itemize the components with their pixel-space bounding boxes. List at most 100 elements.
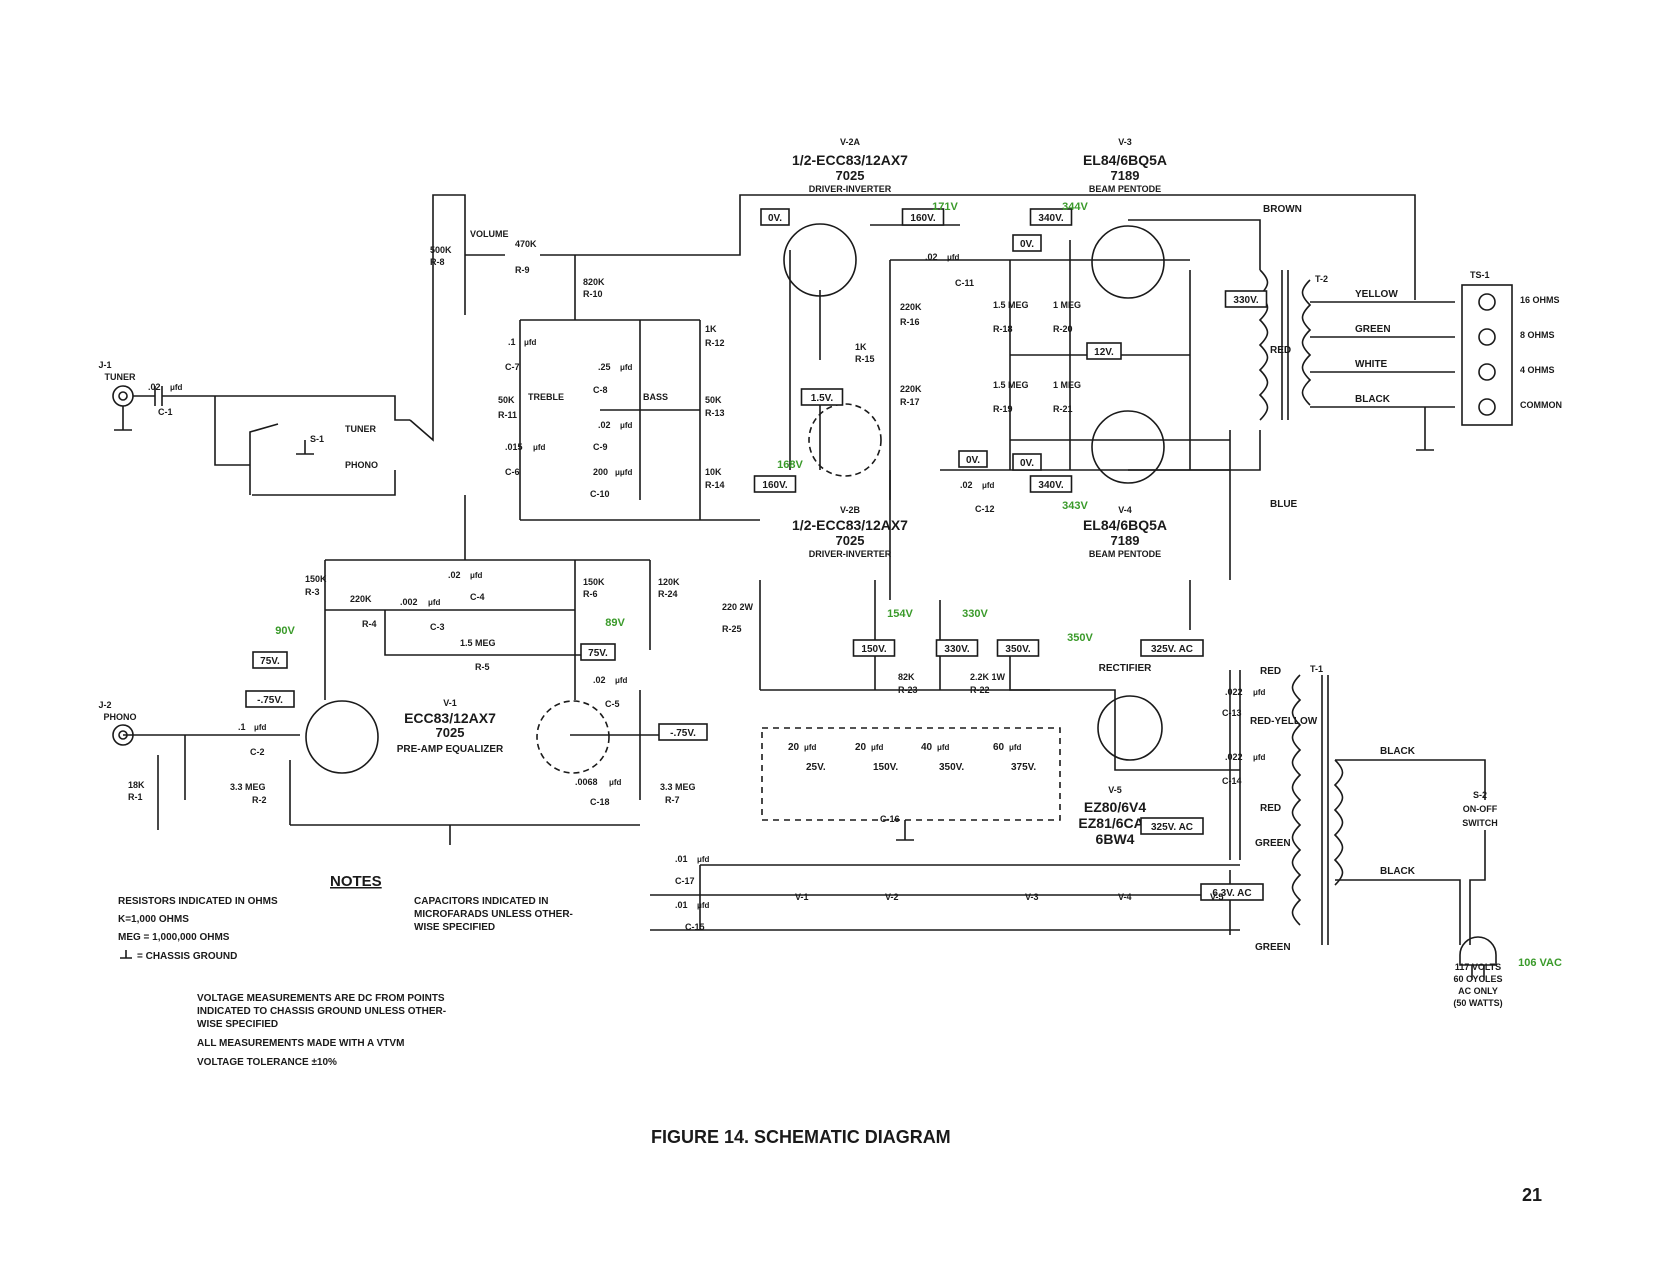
tap-wire-3: BLACK [1355,394,1391,405]
bass-label: BASS [643,392,668,402]
component-r6-value: 150K [583,577,605,587]
measured-voltage-1: 344V [1062,201,1088,213]
measured-voltage-2: 168V [777,459,803,471]
voltage-box-label: 75V. [588,648,608,659]
tap-label-2: 4 OHMS [1520,365,1555,375]
component-c5-value: .02 [593,675,606,685]
s1-ref: S-1 [310,434,324,444]
component-r16-value: 220K [900,302,922,312]
voltage-box [580,643,616,661]
component-c17-unit: μfd [697,855,710,864]
power-wire-1: RED-YELLOW [1250,716,1318,727]
component-c1-unit: μfd [170,383,183,392]
component-c12-value: .02 [960,480,973,490]
wiring [112,194,1513,980]
voltage-box-label: -.75V. [670,728,696,739]
component-c17-value: .01 [675,854,688,864]
jack-j2-ref: J-2 [98,700,111,710]
power-wire-3: GREEN [1255,838,1291,849]
tube-label-v2a-3: DRIVER-INVERTER [809,184,892,194]
component-c7-value: .1 [508,337,516,347]
component-c3-ref: C-3 [430,622,445,632]
filter-cap-3-unit: μfd [1009,743,1022,752]
notes-left-1: RESISTORS INDICATED IN OHMS [118,896,278,907]
tube-label-v2b-1: 1/2-ECC83/12AX7 [792,517,908,533]
notes-left-4: = CHASSIS GROUND [137,951,237,962]
component-c14-ref: C-14 [1222,776,1242,786]
s2-ref: S-2 [1473,790,1487,800]
component-r20-value: 1 MEG [1053,300,1081,310]
component-r3-value: 150K [305,574,327,584]
component-c4-unit: μfd [470,571,483,580]
component-r8-ref: R-8 [430,257,445,267]
tube-label-v1-0: V-1 [443,698,457,708]
filter-cap-0-volts: 25V. [806,762,826,773]
component-c8-ref: C-8 [593,385,608,395]
component-c13-unit: μfd [1253,688,1266,697]
voltage-box [901,208,945,226]
notes-bottom-2: INDICATED TO CHASSIS GROUND UNLESS OTHER… [197,1006,446,1017]
tap-wire-0: YELLOW [1355,289,1398,300]
component-r7-value: 3.3 MEG [660,782,696,792]
voltage-box [800,388,844,406]
notes-right-1: CAPACITORS INDICATED IN [414,896,548,907]
component-r25-value: 220 2W [722,602,754,612]
voltage-box-label: -.75V. [257,695,283,706]
voltage-box-label: 160V. [910,213,935,224]
tube-v4 [1091,410,1165,484]
voltage-box [1140,817,1204,835]
plug-label-0: 117 VOLTS [1455,962,1501,972]
voltage-box-label: 325V. AC [1151,644,1193,655]
tube-label-v1-2: 7025 [436,725,465,740]
voltage-box [1140,639,1204,657]
power-wire-6: BLACK [1380,866,1416,877]
notes-right-3: WISE SPECIFIED [414,922,495,933]
component-c11-ref: C-11 [955,278,974,288]
component-c8-unit: μfd [620,363,633,372]
voltage-box-label: 0V. [1020,458,1034,469]
ts1-ref: TS-1 [1470,270,1490,280]
jack-j2-label: PHONO [103,712,136,722]
component-c4-value: .02 [448,570,461,580]
component-c5-ref: C-5 [605,699,620,709]
component-r22-ref: R-22 [970,685,990,695]
component-c10-value: 200 [593,467,608,477]
component-c18-value: .0068 [575,777,598,787]
voltage-box-label: 150V. [861,644,886,655]
component-r24-value: 120K [658,577,680,587]
component-c9-unit: μfd [620,421,633,430]
tube-symbols [305,223,1165,774]
component-r8-value: 500K [430,245,452,255]
voltage-box-label: 1.5V. [811,393,834,404]
measured-voltage-6: 154V [887,608,913,620]
filter-cap-3-value: 60 [993,742,1005,753]
component-r19-value: 1.5 MEG [993,380,1029,390]
component-r24-ref: R-24 [658,589,678,599]
component-r25-ref: R-25 [722,624,742,634]
component-c14-unit: μfd [1253,753,1266,762]
terminal-screw-icon [1478,293,1496,311]
voltage-box-label: 0V. [966,455,980,466]
measured-voltage-7: 330V [962,608,988,620]
voltage-box [1224,290,1268,308]
tube-v2b [808,403,882,477]
voltage-box-label: 0V. [768,213,782,224]
component-r12-value: 1K [705,324,717,334]
component-r16-ref: R-16 [900,317,920,327]
component-c10-unit: μμfd [615,468,632,477]
measured-voltage-0: 171V [932,201,958,213]
notes-bottom-3: WISE SPECIFIED [197,1019,278,1030]
component-r4-ref: R-4 [362,619,377,629]
tube-label-v3-1: EL84/6BQ5A [1083,152,1167,168]
filter-cap-2-value: 40 [921,742,933,753]
component-c14-value: .022 [1225,752,1243,762]
notes-heading: NOTES [330,873,382,890]
filter-cap-1-volts: 150V. [873,762,898,773]
component-r18-ref: R-18 [993,324,1013,334]
measured-voltage-4: 90V [275,625,295,637]
tap-label-3: COMMON [1520,400,1562,410]
plug-label-2: AC ONLY [1458,986,1498,996]
component-c6-unit: μfd [533,443,546,452]
voltage-box-label: 325V. AC [1151,822,1193,833]
